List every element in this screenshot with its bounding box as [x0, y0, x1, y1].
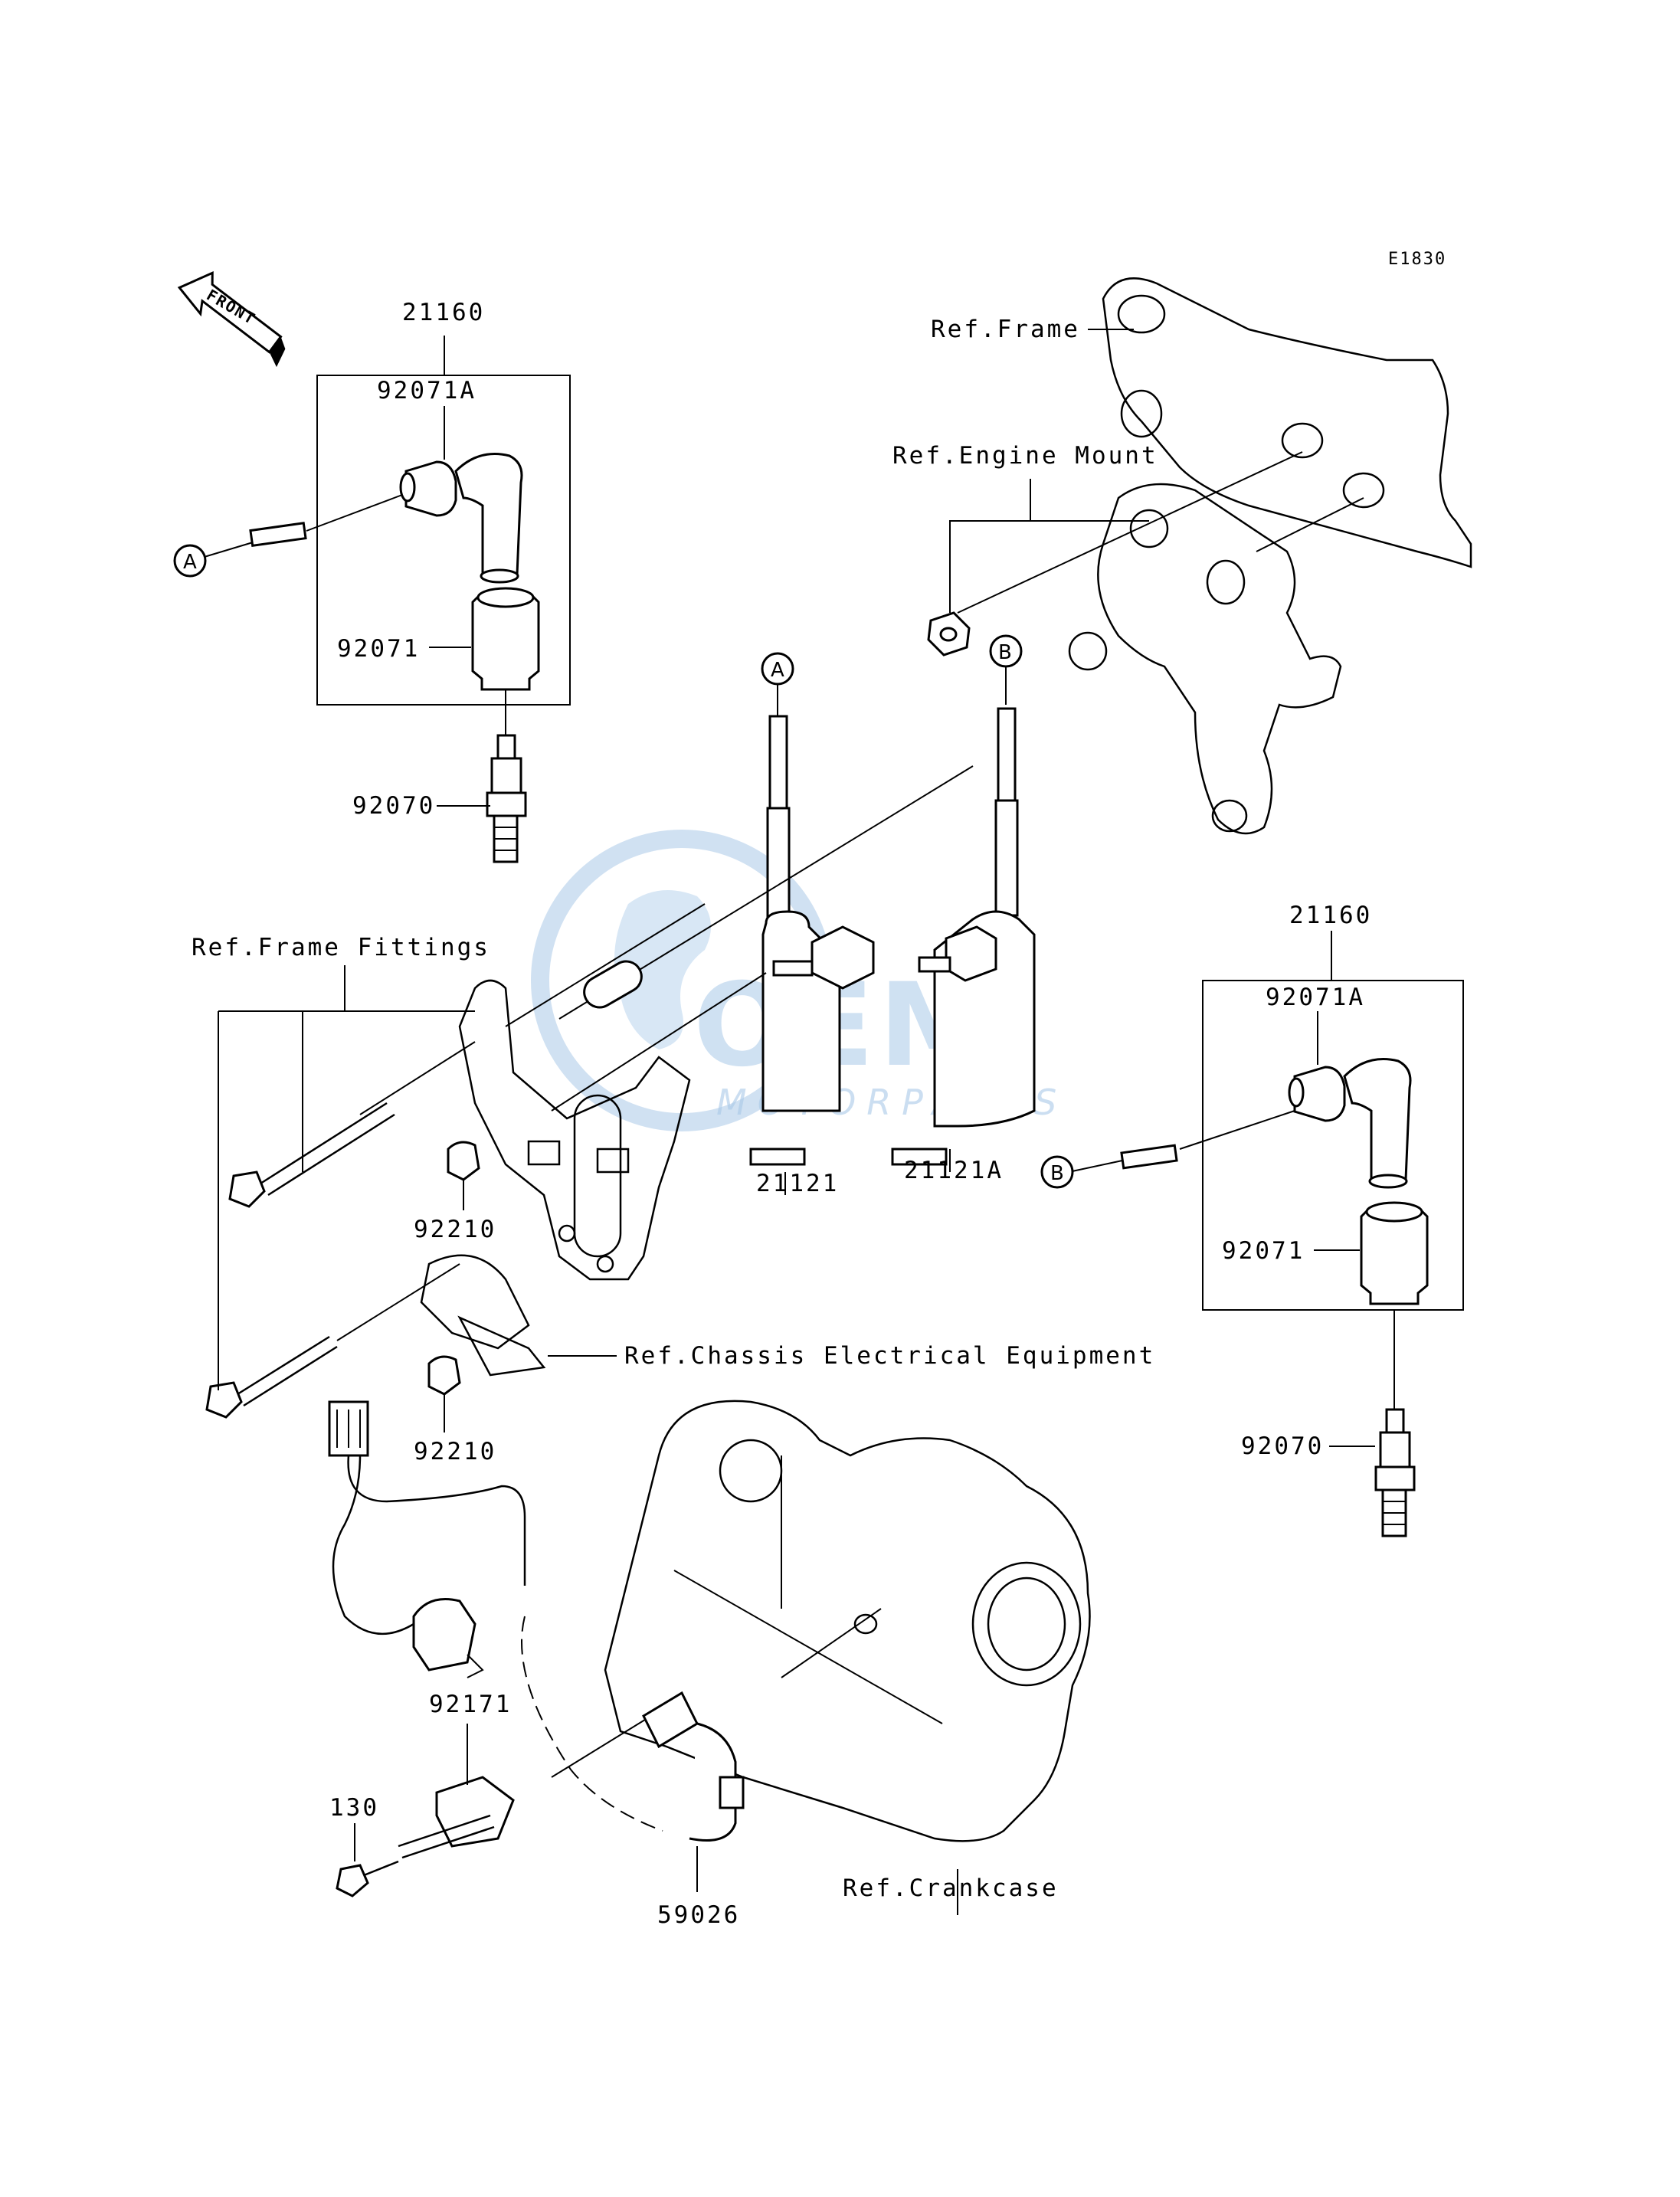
label-ref-crankcase: Ref.Crankcase — [843, 1874, 1059, 1902]
marker-b-right: B — [1050, 1162, 1064, 1185]
label-nut-lower: 92210 — [414, 1438, 496, 1465]
pickup-coil-harness: 92171 130 59026 — [328, 1400, 745, 1929]
label-bolt: 130 — [329, 1794, 379, 1822]
left-plug-cap-kit: 21160 92071A A 92071 92070 — [173, 299, 571, 863]
engine-mount-reference: Ref.Engine Mount — [892, 442, 1364, 835]
label-ref-frame: Ref.Frame — [931, 316, 1080, 343]
frame-reference: Ref.Frame — [931, 277, 1472, 568]
label-sensor: 92171 — [429, 1691, 512, 1718]
diagram-code: E1830 — [1388, 250, 1446, 269]
marker-b-coil: B — [998, 641, 1012, 664]
label-clamp: 59026 — [657, 1901, 740, 1929]
label-nut-upper: 92210 — [414, 1216, 496, 1243]
front-arrow-icon: FRONT — [177, 270, 286, 368]
label-ref-chassis: Ref.Chassis Electrical Equipment — [624, 1342, 1155, 1370]
label-ref-frame-fittings: Ref.Frame Fittings — [192, 934, 490, 961]
marker-a-left: A — [183, 551, 197, 574]
right-plug-cap-kit: 21160 92071A B 92071 92070 — [1040, 902, 1464, 1537]
coil-bracket: Ref.Frame Fittings 92210 92210 — [192, 903, 706, 1465]
label-cap-left: 92071A — [377, 377, 476, 404]
label-boot-left: 92071 — [337, 635, 420, 663]
label-boot-right: 92071 — [1222, 1237, 1305, 1265]
label-coil-b: 21121A — [904, 1157, 1004, 1184]
crankcase-reference: Ref.Crankcase — [604, 1400, 1091, 1915]
marker-a-coil: A — [771, 659, 784, 682]
label-kit-left: 21160 — [402, 299, 485, 326]
label-cap-right: 92071A — [1266, 984, 1365, 1011]
label-plug-right: 92070 — [1241, 1432, 1324, 1460]
label-ref-engine-mount: Ref.Engine Mount — [892, 442, 1158, 470]
chassis-clip: Ref.Chassis Electrical Equipment — [420, 1254, 1155, 1377]
label-coil-a: 21121 — [756, 1170, 839, 1197]
label-plug-left: 92070 — [352, 792, 435, 820]
label-kit-right: 21160 — [1289, 902, 1372, 929]
ignition-coils: A B 21121 21121A — [551, 634, 1036, 1197]
